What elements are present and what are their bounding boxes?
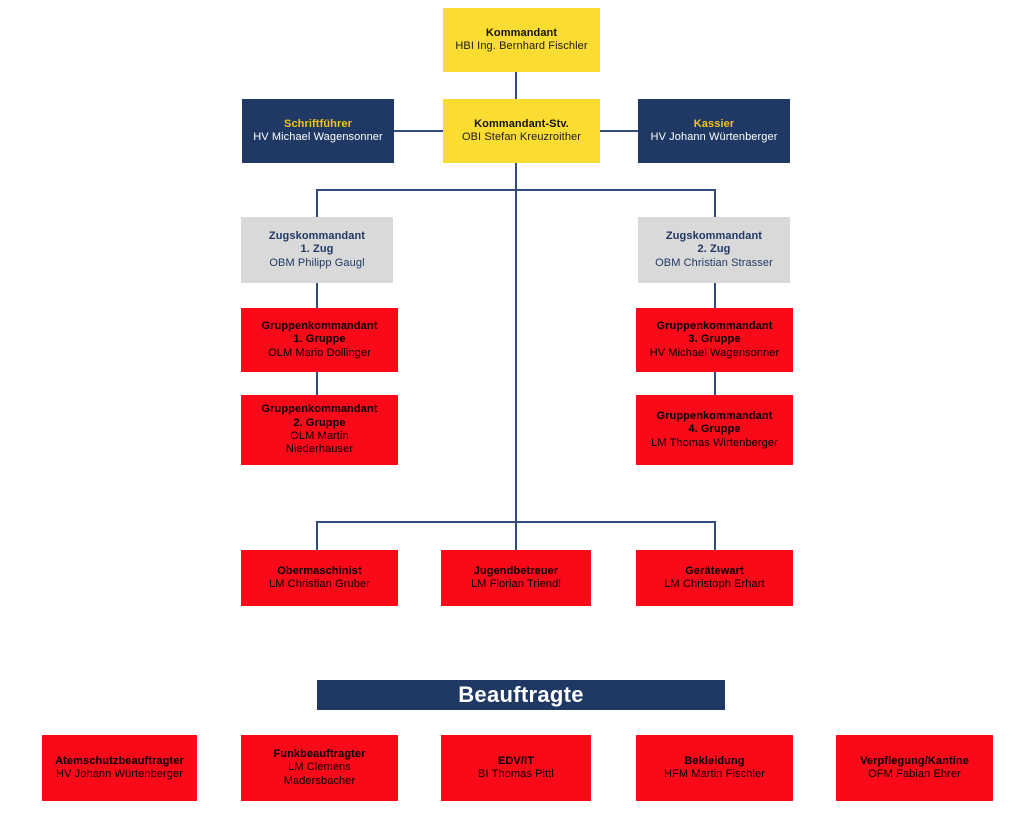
connector-zug1-drop: [316, 189, 318, 217]
node-kommandant-stv[interactable]: Kommandant-Stv. OBI Stefan Kreuzroither: [443, 99, 600, 163]
node-title: Verpflegung/Kantine: [860, 754, 969, 767]
connector-stv-to-kassier: [600, 130, 638, 132]
node-subtitle: 3. Gruppe: [688, 333, 741, 346]
node-schriftfuehrer[interactable]: Schriftführer HV Michael Wagensonner: [242, 99, 394, 163]
node-title: Gerätewart: [685, 564, 744, 577]
node-person: LM Florian Triendl: [471, 578, 561, 590]
node-beauftragte-funk[interactable]: Funkbeauftragter LM Clemens Madersbacher: [241, 735, 398, 801]
node-person: HV Michael Wagensonner: [253, 131, 383, 143]
connector-obermaschinist-drop: [316, 521, 318, 550]
node-title: Kassier: [693, 117, 735, 130]
node-title: Schriftführer: [284, 117, 352, 130]
node-person: HV Johann Würtenberger: [56, 768, 183, 780]
node-beauftragte-atemschutz[interactable]: Atemschutzbeauftragter HV Johann Würtenb…: [42, 735, 197, 801]
node-subtitle: 4. Gruppe: [688, 423, 741, 436]
node-kassier[interactable]: Kassier HV Johann Würtenberger: [638, 99, 790, 163]
node-subtitle: 2. Gruppe: [293, 416, 346, 429]
node-title: Kommandant: [485, 26, 558, 39]
node-beauftragte-bekleidung[interactable]: Bekleidung HFM Martin Fischler: [636, 735, 793, 801]
node-beauftragte-edv[interactable]: EDV/IT BI Thomas Pittl: [441, 735, 591, 801]
node-title: Gruppenkommandant: [261, 403, 378, 416]
connector-gruppe1-to-gruppe2: [316, 372, 318, 395]
node-title: Atemschutzbeauftragter: [55, 754, 184, 767]
connector-stv-to-schriftfuehrer: [393, 130, 443, 132]
node-title: Obermaschinist: [277, 564, 362, 577]
beauftragte-banner: Beauftragte: [317, 680, 725, 710]
node-title: Jugendbetreuer: [473, 564, 559, 577]
node-obermaschinist[interactable]: Obermaschinist LM Christian Gruber: [241, 550, 398, 606]
connector-geraetewart-drop: [714, 521, 716, 550]
node-person: LM Clemens Madersbacher: [283, 761, 356, 787]
node-person: OBM Philipp Gaugl: [269, 256, 365, 269]
node-title: Gruppenkommandant: [656, 409, 773, 422]
node-person: BI Thomas Pittl: [478, 768, 554, 780]
node-person: HV Johann Würtenberger: [650, 131, 778, 143]
node-kommandant[interactable]: Kommandant HBI Ing. Bernhard Fischler: [443, 8, 600, 72]
node-person: OLM Mario Dollinger: [268, 346, 371, 359]
connector-central-trunk: [515, 163, 517, 550]
connector-zug2-drop: [714, 189, 716, 217]
node-person: OBI Stefan Kreuzroither: [461, 131, 582, 143]
node-gruppenkommandant-2[interactable]: Gruppenkommandant 2. Gruppe OLM Martin N…: [241, 395, 398, 465]
node-person: LM Thomas Wirtenberger: [651, 436, 778, 449]
node-title: Funkbeauftragter: [273, 747, 366, 760]
node-title: Bekleidung: [684, 754, 745, 767]
node-subtitle: 2. Zug: [697, 243, 731, 256]
node-title: Zugskommandant: [665, 229, 763, 242]
connector-zug2-to-gruppe3: [714, 283, 716, 308]
node-person: HBI Ing. Bernhard Fischler: [455, 40, 588, 52]
node-title: Gruppenkommandant: [656, 319, 773, 332]
node-zugskommandant-1[interactable]: Zugskommandant 1. Zug OBM Philipp Gaugl: [241, 217, 393, 283]
node-beauftragte-verpflegung[interactable]: Verpflegung/Kantine OFM Fabian Ehrer: [836, 735, 993, 801]
node-person: OLM Martin Niederhauser: [285, 430, 354, 456]
node-gruppenkommandant-1[interactable]: Gruppenkommandant 1. Gruppe OLM Mario Do…: [241, 308, 398, 372]
connector-gruppe3-to-gruppe4: [714, 372, 716, 395]
connector-zug1-to-gruppe1: [316, 283, 318, 308]
node-zugskommandant-2[interactable]: Zugskommandant 2. Zug OBM Christian Stra…: [638, 217, 790, 283]
node-gruppenkommandant-4[interactable]: Gruppenkommandant 4. Gruppe LM Thomas Wi…: [636, 395, 793, 465]
node-jugendbetreuer[interactable]: Jugendbetreuer LM Florian Triendl: [441, 550, 591, 606]
node-title: Kommandant-Stv.: [474, 117, 569, 130]
node-person: OBM Christian Strasser: [655, 256, 773, 269]
node-geraetewart[interactable]: Gerätewart LM Christoph Erhart: [636, 550, 793, 606]
node-title: Zugskommandant: [268, 229, 366, 242]
node-title: Gruppenkommandant: [261, 319, 378, 332]
node-person: LM Christoph Erhart: [664, 578, 765, 590]
node-person: HFM Martin Fischler: [664, 768, 765, 780]
connector-kommandant-to-stv: [515, 72, 517, 99]
node-title: EDV/IT: [497, 754, 535, 767]
node-gruppenkommandant-3[interactable]: Gruppenkommandant 3. Gruppe HV Michael W…: [636, 308, 793, 372]
node-subtitle: 1. Gruppe: [293, 333, 346, 346]
connector-zug-bus: [316, 189, 716, 191]
connector-support-bus: [316, 521, 716, 523]
node-person: HV Michael Wagensonner: [649, 346, 780, 359]
node-subtitle: 1. Zug: [300, 243, 334, 256]
node-person: OFM Fabian Ehrer: [868, 768, 961, 780]
node-person: LM Christian Gruber: [269, 578, 370, 590]
